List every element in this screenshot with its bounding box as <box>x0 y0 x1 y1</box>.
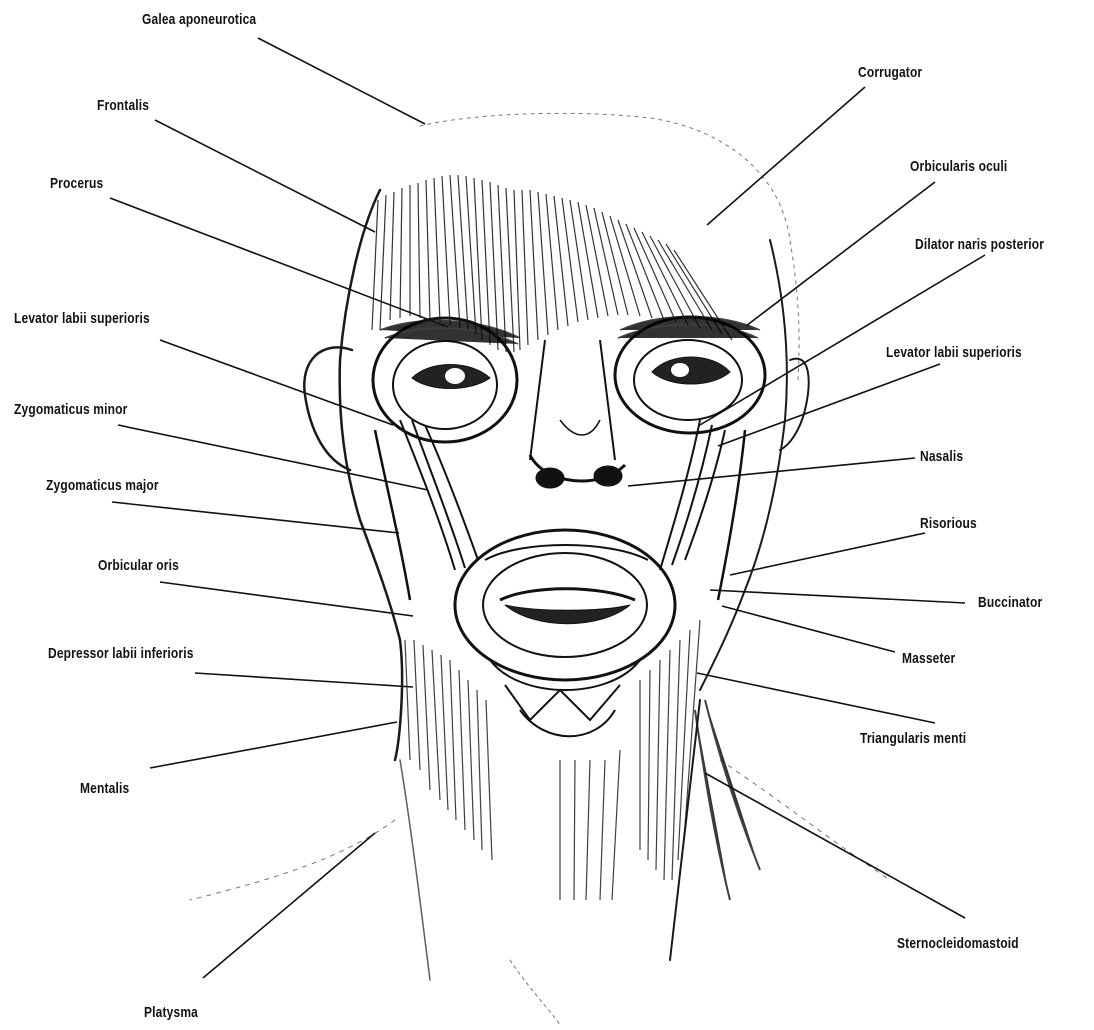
leader-orbicularis-oculi <box>746 182 935 326</box>
leader-corrugator <box>707 87 865 225</box>
collar-line <box>510 960 560 1025</box>
ear-right <box>780 359 809 450</box>
label-depressor-labii-inferioris: Depressor labii inferioris <box>48 645 194 663</box>
leader-galea-aponeurotica <box>258 38 425 124</box>
label-zygomaticus-minor: Zygomaticus minor <box>14 401 127 419</box>
label-zygomaticus-major: Zygomaticus major <box>46 477 159 495</box>
label-levator-labii-superioris-right: Levator labii superioris <box>886 344 1022 362</box>
leader-levator-labii-superioris-right <box>718 364 940 446</box>
head-outline-right <box>700 240 787 690</box>
leader-mentalis <box>150 722 397 768</box>
leader-buccinator <box>710 590 965 603</box>
label-orbicularis-oculi: Orbicularis oculi <box>910 158 1007 176</box>
leader-triangularis-menti <box>697 673 935 723</box>
label-risorious: Risorious <box>920 515 977 533</box>
right-eye <box>652 357 730 384</box>
leader-risorious <box>730 533 925 575</box>
leader-frontalis <box>155 120 375 232</box>
leader-levator-labii-superioris-left <box>160 340 393 425</box>
leader-nasalis <box>628 458 915 486</box>
leader-masseter <box>722 606 895 652</box>
label-galea-aponeurotica: Galea aponeurotica <box>142 11 256 29</box>
label-procerus: Procerus <box>50 175 103 193</box>
nose <box>530 340 625 488</box>
label-mentalis: Mentalis <box>80 780 129 798</box>
label-orbicular-oris: Orbicular oris <box>98 557 179 575</box>
label-triangularis-menti: Triangularis menti <box>860 730 966 748</box>
label-nasalis: Nasalis <box>920 448 963 466</box>
leader-lines <box>110 38 985 978</box>
leader-orbicular-oris <box>160 582 413 616</box>
label-platysma: Platysma <box>144 1004 198 1022</box>
leader-procerus <box>110 198 448 327</box>
label-corrugator: Corrugator <box>858 64 922 82</box>
label-levator-labii-superioris-left: Levator labii superioris <box>14 310 150 328</box>
label-sternocleidomastoid: Sternocleidomastoid <box>897 935 1019 953</box>
label-masseter: Masseter <box>902 650 955 668</box>
shoulder-left <box>190 820 395 900</box>
neck-hatching <box>405 620 760 900</box>
label-frontalis: Frontalis <box>97 97 149 115</box>
label-dilator-naris-posterior: Dilator naris posterior <box>915 236 1044 254</box>
leader-sternocleidomastoid <box>705 773 965 918</box>
mouth <box>455 530 675 680</box>
head-sketch <box>190 113 890 1025</box>
lips <box>505 605 630 624</box>
label-buccinator: Buccinator <box>978 594 1042 612</box>
brow-shading <box>380 317 760 345</box>
cheek-muscles <box>375 420 745 600</box>
neck-left <box>400 760 430 980</box>
leader-depressor-labii-inferioris <box>195 673 413 687</box>
leader-platysma <box>203 833 375 978</box>
head-outline-left <box>340 190 402 760</box>
